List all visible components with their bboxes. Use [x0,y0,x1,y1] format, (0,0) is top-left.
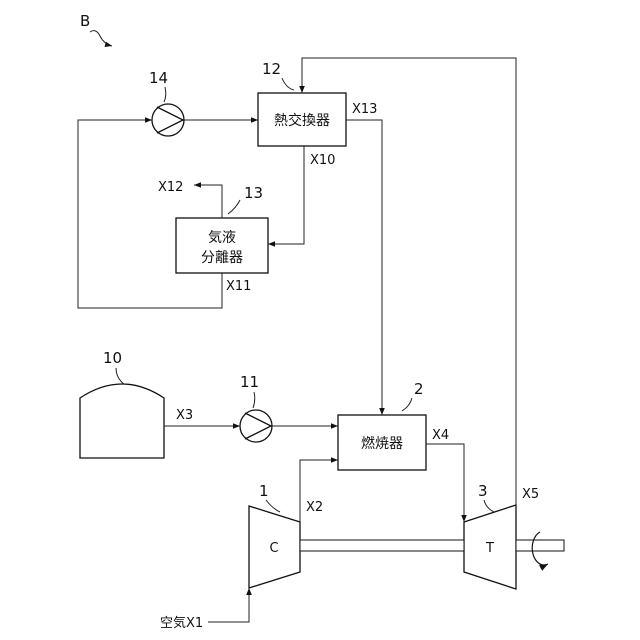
combustor-ref-leader [402,398,412,411]
heat-exchanger-ref: 12 [262,60,281,78]
tank-ref: 10 [103,349,122,367]
pump-top [152,104,184,136]
flow-x13 [346,120,382,415]
separator-label-line1: 気液 [208,230,236,246]
turbine-ref-leader [484,500,494,512]
compressor-ref: 1 [259,482,269,500]
figure-label: B [80,12,90,30]
pump-bottom-ref: 11 [240,373,259,391]
stream-x5-label: X5 [522,487,539,502]
separator-ref: 13 [244,184,263,202]
combustor-ref: 2 [414,380,424,398]
stream-x11-label: X11 [226,279,251,294]
shaft-output [516,540,564,551]
stream-x1-label: 空気X1 [160,615,203,631]
turbine-letter: T [485,541,494,556]
flow-x10 [268,146,304,244]
shaft [300,540,464,551]
turbine-ref: 3 [478,482,488,500]
separator-ref-leader [228,200,240,214]
tank-ref-leader [116,368,124,384]
pump-bottom [240,410,272,442]
tank [80,384,164,458]
flow-x12 [194,185,222,218]
stream-x12-label: X12 [158,180,183,195]
heat-exchanger-label: 熱交換器 [274,112,330,129]
compressor-ref-leader [266,500,280,512]
separator-label-line2: 分離器 [201,249,243,266]
stream-x3-label: X3 [176,408,193,423]
flow-x4 [426,444,464,522]
pump-top-ref: 14 [149,69,168,87]
pump-top-ref-leader [164,87,166,102]
compressor-letter: C [269,541,278,556]
stream-x13-label: X13 [352,102,377,117]
stream-x2-label: X2 [306,500,323,515]
figure-label-leader [90,31,112,46]
stream-x10-label: X10 [310,153,335,168]
combustor-label: 燃焼器 [361,435,403,452]
heat-exchanger-ref-leader [282,78,294,90]
flow-x11 [78,120,222,308]
flow-x1 [208,588,249,622]
pump-bottom-ref-leader [253,392,255,408]
stream-x4-label: X4 [432,428,449,443]
